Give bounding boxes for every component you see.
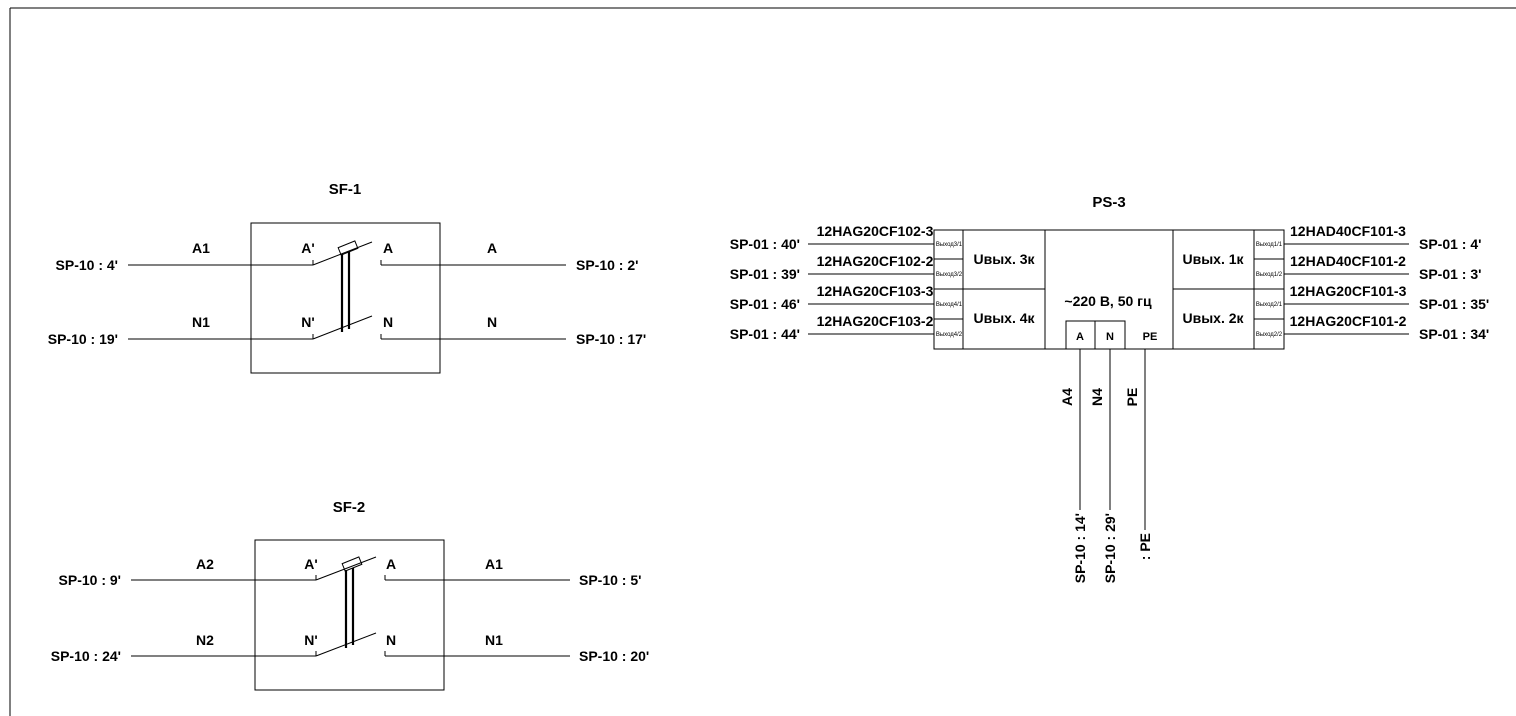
ps3-term-right: SP-01 : 4' (1419, 236, 1481, 252)
sf2-term-left-bottom: SP-10 : 24' (51, 648, 121, 664)
sf2-contact-top (315, 556, 377, 581)
sf1-wire-label: A (487, 240, 497, 256)
ps3-term-bottom: : PE (1137, 533, 1153, 560)
sf2-term-right-bottom: SP-10 : 20' (579, 648, 649, 664)
ps3-term-bottom: SP-10 : 14' (1072, 513, 1088, 583)
ps3-wire-label-right: 12HAD40CF101-3 (1290, 223, 1406, 239)
ps3-wire-label-left: 12HAG20CF103-2 (817, 313, 934, 329)
sf2-wire-label: A2 (196, 556, 214, 572)
sf1-pin-label: N' (301, 314, 314, 330)
ps3-input-label: A (1076, 331, 1084, 343)
sf1-term-left-top: SP-10 : 4' (56, 257, 118, 273)
ps3-wire-label-right: 12HAD40CF101-2 (1290, 253, 1406, 269)
ps3-pin-label-left: Выход3/2 (936, 272, 963, 278)
ps3-input-label: PE (1143, 331, 1158, 343)
ps3-input-label: N (1106, 331, 1114, 343)
sf1-wire-label: N1 (192, 314, 210, 330)
sf2-actuator-icon (341, 556, 363, 572)
sf1-pin-label: A (383, 240, 393, 256)
sf1-term-right-top: SP-10 : 2' (576, 257, 638, 273)
sf2-wire-label: N1 (485, 632, 503, 648)
ps3-pin-label-right: Выход2/1 (1256, 302, 1283, 308)
sf2-term-right-top: SP-10 : 5' (579, 572, 641, 588)
sf2-housing (254, 539, 445, 691)
sf2-wire-label: N2 (196, 632, 214, 648)
ps3-pin-label-left: Выход4/2 (936, 332, 963, 338)
sf1-pin-label: A' (301, 240, 314, 256)
ps3-term-left: SP-01 : 44' (730, 326, 800, 342)
power-supply-ps3: PS-3 SP-01 : 40' SP-01 : 39' SP (730, 194, 1490, 583)
ps3-wire-label-left: 12HAG20CF103-3 (817, 283, 934, 299)
ps3-term-bottom: SP-10 : 29' (1102, 513, 1118, 583)
breaker-sf2: SF-2 SP-10 : 9' SP-10 : 24' A2 N2 A' N' … (51, 499, 649, 691)
ps3-pin-label-right: Выход1/1 (1256, 242, 1283, 248)
sf1-housing (250, 222, 441, 374)
ps3-block-label: Uвых. 4к (973, 310, 1035, 326)
ps3-wire-label-left: 12HAG20CF102-3 (817, 223, 934, 239)
sf1-wire-label: N (487, 314, 497, 330)
sf1-term-left-bottom: SP-10 : 19' (48, 331, 118, 347)
ps3-term-left: SP-01 : 39' (730, 266, 800, 282)
ps3-term-left: SP-01 : 40' (730, 236, 800, 252)
sf2-pin-label: A' (304, 556, 317, 572)
ps3-term-right: SP-01 : 3' (1419, 266, 1481, 282)
ps3-term-left: SP-01 : 46' (730, 296, 800, 312)
ps3-wire-label-bottom: N4 (1089, 388, 1105, 406)
ps3-term-right: SP-01 : 34' (1419, 326, 1489, 342)
ps3-term-right: SP-01 : 35' (1419, 296, 1489, 312)
sf1-wire-label: A1 (192, 240, 210, 256)
sf1-title: SF-1 (329, 181, 362, 198)
sf1-pin-label: N (383, 314, 393, 330)
sf2-pin-label: A (386, 556, 396, 572)
sf1-contact-top (312, 241, 373, 266)
ps3-pin-label-left: Выход4/1 (936, 302, 963, 308)
ps3-pin-label-right: Выход2/2 (1256, 332, 1283, 338)
ps3-wire-label-bottom: A4 (1059, 388, 1075, 406)
sf2-title: SF-2 (333, 499, 366, 516)
sf2-pin-label: N' (304, 632, 317, 648)
ps3-title: PS-3 (1092, 194, 1125, 211)
sf1-actuator-icon (337, 240, 359, 256)
breaker-sf1: SF-1 SP-10 : 4' SP-10 : 19' A1 N1 A' N' … (48, 181, 646, 374)
ps3-supply-rating: ~220 В, 50 гц (1064, 293, 1152, 309)
ps3-wire-label-left: 12HAG20CF102-2 (817, 253, 934, 269)
sf2-pin-label: N (386, 632, 396, 648)
ps3-wire-label-right: 12HAG20CF101-2 (1290, 313, 1407, 329)
ps3-block-label: Uвых. 1к (1182, 251, 1244, 267)
ps3-wire-label-bottom: PE (1124, 388, 1140, 407)
ps3-wire-label-right: 12HAG20CF101-3 (1290, 283, 1407, 299)
sf2-term-left-top: SP-10 : 9' (59, 572, 121, 588)
ps3-pin-label-right: Выход1/2 (1256, 272, 1283, 278)
ps3-block-label: Uвых. 3к (973, 251, 1035, 267)
sf1-term-right-bottom: SP-10 : 17' (576, 331, 646, 347)
ps3-block-label: Uвых. 2к (1182, 310, 1244, 326)
sf2-wire-label: A1 (485, 556, 503, 572)
ps3-pin-label-left: Выход3/1 (936, 242, 963, 248)
